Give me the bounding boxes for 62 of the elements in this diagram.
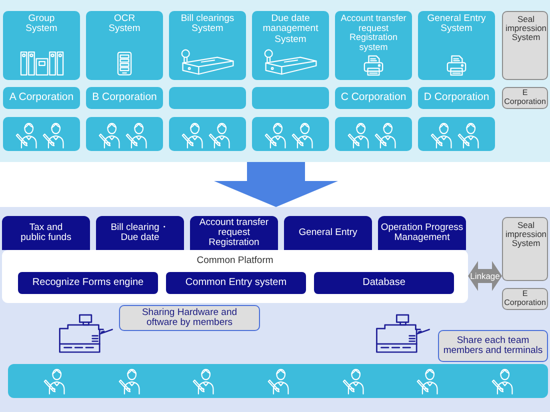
platform-panel [0, 207, 550, 412]
system-card [418, 11, 495, 80]
service-tab [378, 216, 466, 250]
module-block [18, 272, 158, 294]
service-name: Bill clearing・ Due date [110, 222, 170, 244]
service-tab [2, 216, 90, 250]
system-title: Seal impression System [504, 15, 548, 43]
service-tab [190, 216, 278, 250]
module-name: Database [362, 278, 406, 288]
note-text: Share each team members and terminals [442, 336, 544, 356]
company-card [169, 87, 246, 109]
module-name: Common Entry system [185, 278, 287, 288]
system-card [335, 11, 412, 80]
company-name: D Corporation [424, 92, 490, 104]
company-name: A Corporation [9, 92, 74, 104]
company-card [335, 87, 412, 109]
service-name: Account transfer request Registration [198, 218, 270, 248]
company-card [3, 87, 80, 109]
company-card [418, 87, 495, 109]
system-title: Bill clearings System [180, 14, 236, 34]
company-card [252, 87, 329, 109]
company-name: E Corporation [504, 89, 546, 107]
staff-card [86, 117, 163, 151]
staff-card [418, 117, 495, 151]
system-card [86, 11, 163, 80]
module-name: Recognize Forms engine [32, 278, 144, 288]
company-name: C Corporation [340, 92, 406, 104]
double-arrow [468, 261, 502, 291]
note-text: Sharing Hardware and oftware by members [140, 308, 238, 328]
system-title: Account transfer request Registration system [340, 14, 408, 53]
staff-bar [8, 364, 548, 398]
company-name: B Corporation [92, 92, 157, 104]
common-platform-panel [2, 250, 468, 303]
system-card [169, 11, 246, 80]
company-card [86, 87, 163, 109]
note-card [438, 330, 548, 362]
edge-label: Linkage [470, 272, 500, 280]
system-card [3, 11, 80, 80]
system-title: General Entry System [426, 14, 487, 34]
system-panel [0, 0, 550, 162]
service-name: Operation Progress Management [380, 222, 464, 244]
block-arrow [214, 162, 338, 207]
system-card [502, 11, 548, 80]
system-title: Group System [24, 14, 58, 34]
system-title: OCR System [108, 14, 142, 34]
system-title: Seal impression System [504, 221, 548, 249]
staff-card [169, 117, 246, 151]
service-tab [96, 216, 184, 250]
company-name: E Corporation [504, 290, 546, 308]
note-card [119, 305, 260, 331]
system-card [502, 217, 548, 281]
staff-card [335, 117, 412, 151]
staff-card [252, 117, 329, 151]
system-title: Due date management System [262, 14, 320, 45]
service-name: Tax and public funds [20, 222, 72, 244]
platform-heading: Common Platform [196, 256, 274, 266]
module-block [166, 272, 306, 294]
service-name: General Entry [298, 228, 358, 238]
staff-card [3, 117, 80, 151]
module-block [314, 272, 454, 294]
system-card [252, 11, 329, 80]
service-tab [284, 216, 372, 250]
